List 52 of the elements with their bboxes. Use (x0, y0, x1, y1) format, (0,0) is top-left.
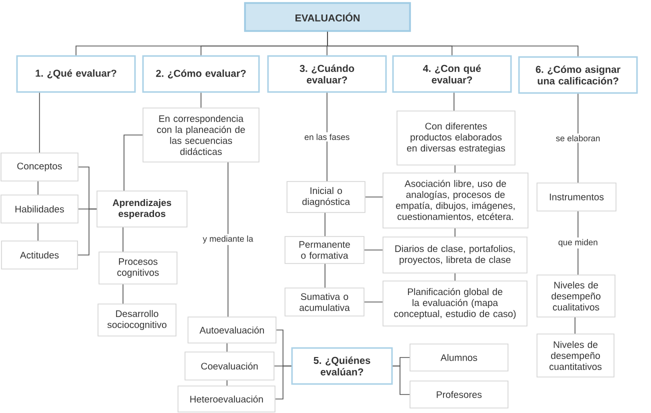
question-box: 6. ¿Cómo asignar una calificación? (518, 56, 638, 94)
concept-box: Aprendizajes esperados (96, 190, 188, 228)
connector-line (324, 212, 326, 236)
connector-line (39, 92, 40, 153)
concept-box: Asociación libre, uso de analogías, procesos de empatía, dibujos, imágenes, cuestionamientos, etcétera. (382, 172, 528, 228)
edge-label: se elaboran (554, 134, 602, 143)
question-box: 1. ¿Qué evaluar? (16, 55, 136, 93)
concept-box: Instrumentos (536, 182, 616, 212)
title-box: EVALUACIÓN (244, 2, 411, 32)
connector-line (226, 343, 228, 352)
concept-box: Procesos cognitivos (98, 252, 178, 284)
concept-box: Diarios de clase, portafolios, proyectos, libreta de clase (382, 236, 528, 274)
connector-line (574, 317, 576, 334)
question-box: 2. ¿Cómo evaluar? (142, 55, 260, 93)
connector-line (275, 366, 292, 400)
concept-box: Con diferentes productos elaborados en diversas estrategias (396, 110, 516, 166)
concept-box: Actitudes (1, 240, 78, 270)
concept-box: Niveles de desempeño cuantitativos (536, 334, 614, 378)
connector-line (200, 92, 202, 108)
concept-box: Sumativa o acumulativa (284, 288, 364, 316)
edge-label: en las fases (302, 132, 352, 142)
connector-line (454, 273, 456, 281)
concept-box: Habilidades (0, 194, 78, 224)
concept-box: Permanente o formativa (284, 236, 364, 264)
connector-line (454, 165, 456, 173)
connector-line (78, 208, 97, 256)
connector-line (454, 228, 456, 237)
concept-box: Autoevaluación (188, 316, 276, 344)
concept-box: Profesores (410, 380, 508, 408)
connector-line (122, 284, 124, 304)
connector-line (226, 380, 228, 386)
question-box: 4. ¿Con qué evaluar? (392, 55, 512, 93)
question-box: 3. ¿Cuándo evaluar? (267, 55, 387, 93)
concept-box: Desarrollo sociocognitivo (98, 304, 176, 336)
concept-box: Conceptos (0, 152, 78, 182)
connector-line (122, 227, 124, 252)
edge-label: y mediante la (201, 234, 255, 245)
concept-box: En correspondencia con la planeación de las secuencias didácticas (142, 108, 260, 162)
concept-box: Heteroevaluación (178, 386, 276, 412)
concept-box: Planificación global de la evaluación (mapa conceptual, estudio de caso) (382, 280, 528, 326)
connector-line (324, 264, 326, 288)
connector-line (365, 196, 383, 198)
concept-box: Inicial o diagnóstica (286, 181, 366, 213)
question-box: 5. ¿Quiénes evalúan? (291, 347, 393, 385)
connector-line (392, 366, 410, 395)
edge-label: que miden (556, 238, 600, 248)
concept-box: Alumnos (410, 344, 508, 372)
connector-line (124, 134, 143, 191)
connector-line (327, 32, 578, 57)
connector-line (326, 92, 328, 182)
concept-box: Coevaluación (184, 352, 274, 380)
concept-box: Niveles de desempeño cualitativos (536, 274, 616, 318)
